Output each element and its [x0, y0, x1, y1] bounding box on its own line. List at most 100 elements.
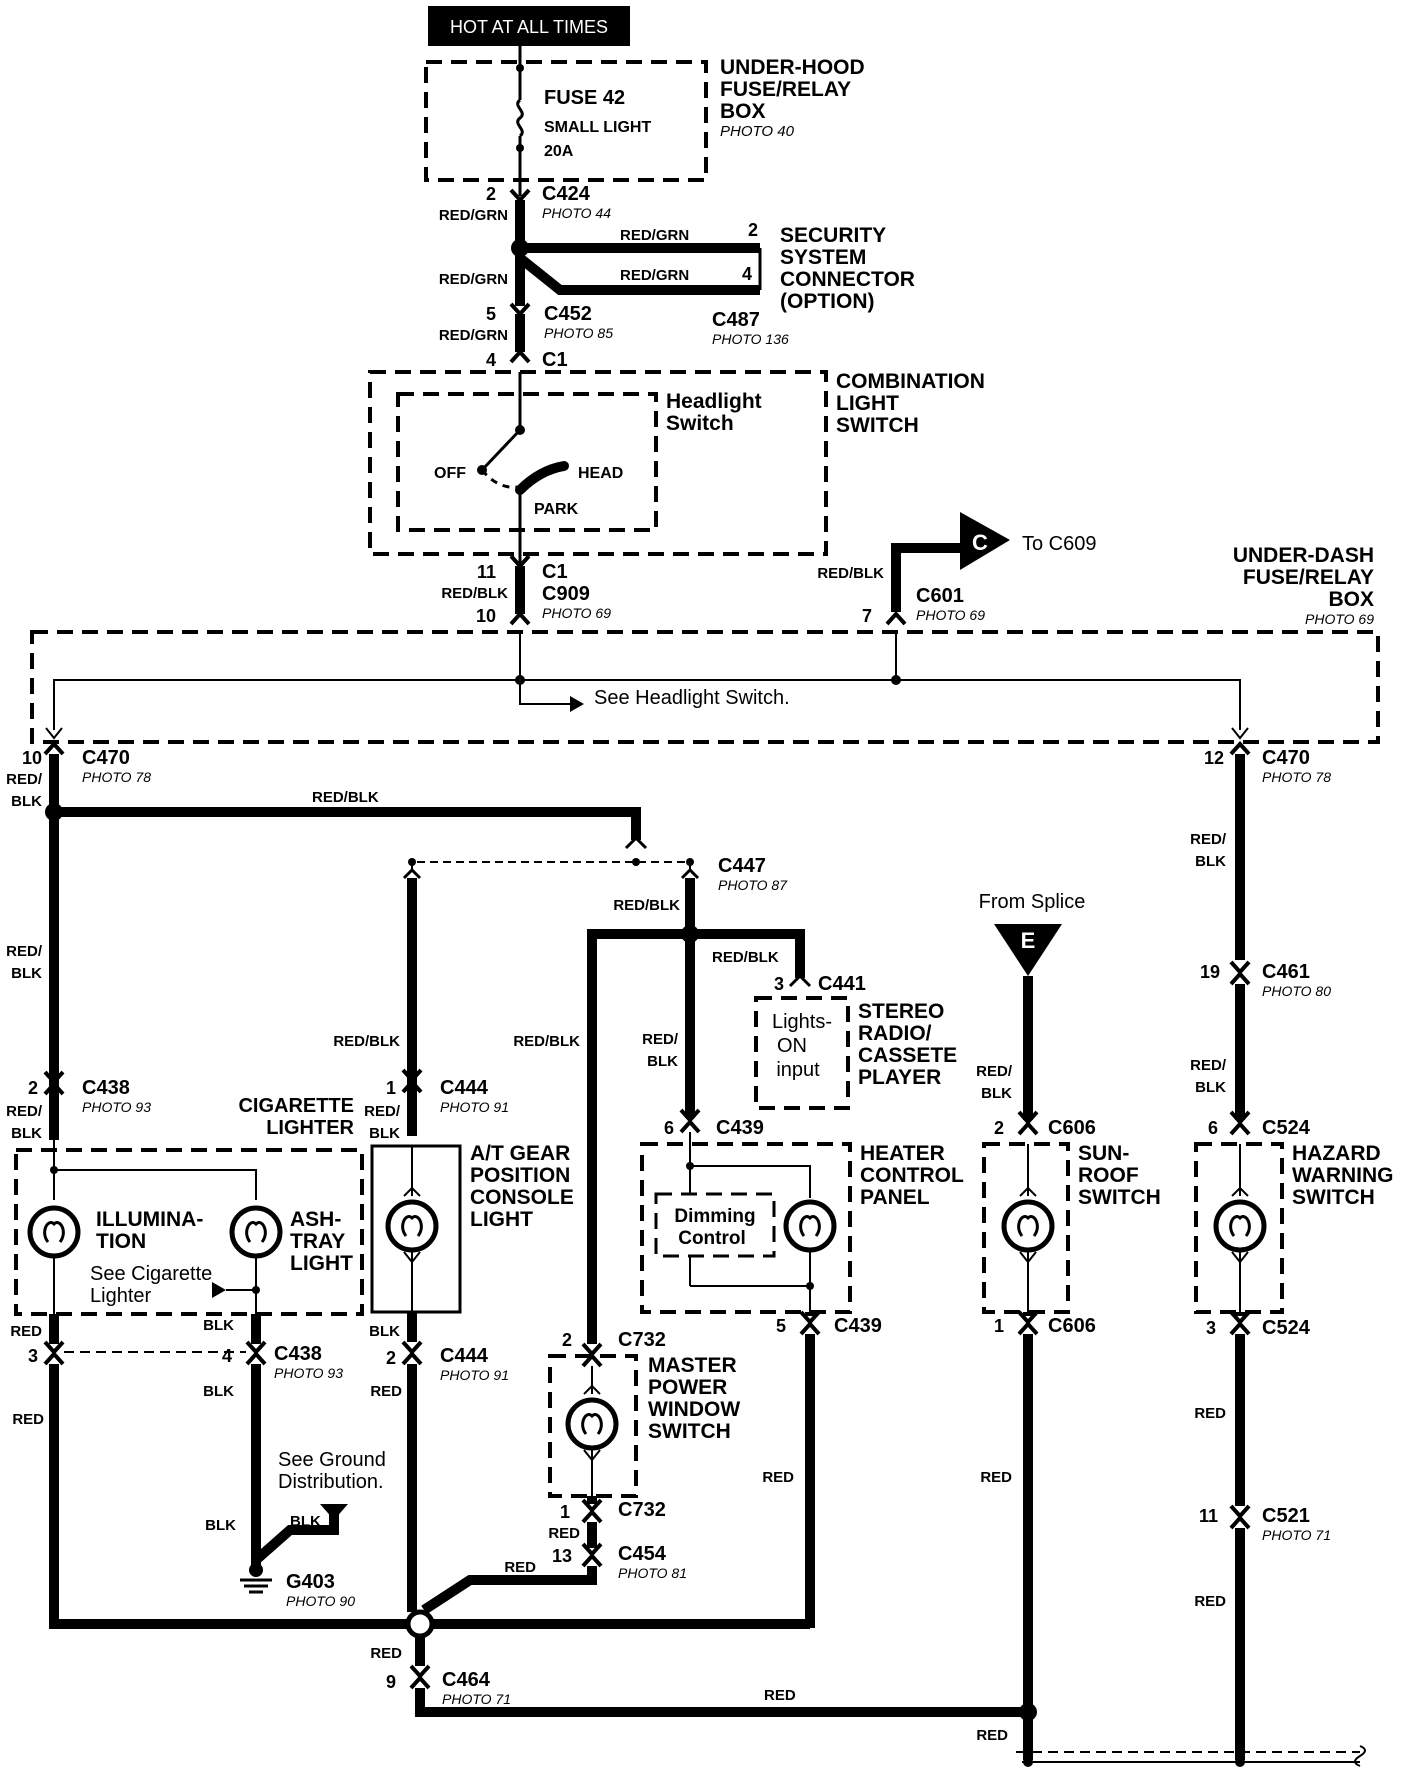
see-cigarette: See Cigarette	[90, 1263, 212, 1285]
mpw-pin: 2	[562, 1330, 572, 1350]
dimming-label-2: Control	[678, 1228, 746, 1249]
g403-id: G403	[286, 1571, 335, 1593]
combo-title-3: SWITCH	[836, 414, 919, 437]
heater-wire-2: BLK	[647, 1053, 678, 1070]
security-wire-left: RED/GRN	[439, 271, 508, 288]
c1-top-id: C1	[542, 349, 568, 371]
c461-id: C461	[1262, 961, 1310, 983]
see-headlight-switch: See Headlight Switch.	[594, 687, 790, 709]
see-ground-2: Distribution.	[278, 1471, 384, 1493]
headlight-switch-title-2: Switch	[666, 412, 734, 435]
dimming-label-1: Dimming	[674, 1206, 755, 1227]
atgear-wire-1: RED/	[364, 1103, 401, 1120]
heater-pin-2: 5	[776, 1316, 786, 1336]
flag-e	[994, 924, 1062, 976]
sunroof-pin-2: 1	[994, 1316, 1004, 1336]
sunroof-pin: 2	[994, 1118, 1004, 1138]
illumination-label-2: TION	[96, 1230, 146, 1253]
master-power-window-switch-box	[548, 1354, 638, 1498]
heater-title-2: CONTROL	[860, 1164, 964, 1187]
c909-id: C909	[542, 583, 590, 605]
c447-id: C447	[718, 855, 766, 877]
c454-id: C454	[618, 1543, 667, 1565]
atgear-title-4: LIGHT	[470, 1208, 533, 1231]
c447-photo: PHOTO 87	[718, 877, 788, 893]
under-dash-title-3: BOX	[1328, 588, 1374, 611]
heater-wire-1: RED/	[642, 1031, 679, 1048]
ashtray-label-1: ASH-	[290, 1208, 341, 1231]
g403-photo: PHOTO 90	[286, 1593, 355, 1609]
c909-photo: PHOTO 69	[542, 605, 611, 621]
mpw-wire: RED/BLK	[513, 1033, 580, 1050]
sunroof-title-1: SUN-	[1078, 1142, 1129, 1165]
switch-head: HEAD	[578, 465, 623, 482]
atgear-id: C444	[440, 1077, 489, 1099]
mpw-id-2: C732	[618, 1499, 666, 1521]
mpw-title-3: WINDOW	[648, 1398, 740, 1421]
security-pin-b: 4	[742, 264, 752, 284]
hazard-title-3: SWITCH	[1292, 1186, 1375, 1209]
sunroof-wire-2: BLK	[981, 1085, 1012, 1102]
c452-pin: 5	[486, 304, 496, 324]
to-c609: To C609	[1022, 533, 1097, 555]
heater-control-panel-box	[640, 1142, 852, 1314]
atgear-title-1: A/T GEAR	[470, 1142, 570, 1165]
c601-wire: RED/BLK	[817, 565, 884, 582]
stereo-title-4: PLAYER	[858, 1066, 941, 1089]
c424-pin: 2	[486, 184, 496, 204]
switch-park: PARK	[534, 501, 579, 518]
c438b-photo: PHOTO 93	[274, 1365, 343, 1381]
ashtray-label-3: LIGHT	[290, 1252, 353, 1275]
hazard-pin-2: 3	[1206, 1318, 1216, 1338]
ash-tray-lamp	[232, 1208, 280, 1256]
c438b-pin-left: 3	[28, 1346, 38, 1366]
c452-wire: RED/GRN	[439, 327, 508, 344]
c438-id: C438	[82, 1077, 130, 1099]
atgear-red: RED	[370, 1383, 402, 1400]
c521-photo: PHOTO 71	[1262, 1527, 1331, 1543]
c1-wire: RED/BLK	[441, 585, 508, 602]
hazard-red-2: RED	[1194, 1593, 1226, 1610]
atgear-photo-2: PHOTO 91	[440, 1367, 509, 1383]
c601-id: C601	[916, 585, 964, 607]
under-dash-title-2: FUSE/RELAY	[1243, 566, 1374, 589]
c464-photo: PHOTO 71	[442, 1691, 511, 1707]
c454-photo: PHOTO 81	[618, 1565, 687, 1581]
stereo-title-1: STEREO	[858, 1000, 944, 1023]
c464-id: C464	[442, 1669, 491, 1691]
c438b-pin-right: 4	[222, 1346, 232, 1366]
sunroof-wire-1: RED/	[976, 1063, 1013, 1080]
c909-pin: 10	[476, 606, 496, 626]
mpw-title-1: MASTER	[648, 1354, 737, 1377]
flag-c	[960, 512, 1010, 570]
c438b-id: C438	[274, 1343, 322, 1365]
atgear-photo: PHOTO 91	[440, 1099, 509, 1115]
mpw-pin-2: 1	[560, 1502, 570, 1522]
combo-title-1: COMBINATION	[836, 370, 985, 393]
left-wire-2: BLK	[11, 965, 42, 982]
mpw-red-2: RED	[504, 1559, 536, 1576]
hazard-lamp	[1216, 1202, 1264, 1250]
c452-id: C452	[544, 303, 592, 325]
c438b-blk-2: BLK	[203, 1383, 234, 1400]
mpw-id: C732	[618, 1329, 666, 1351]
ashtray-label-2: TRAY	[290, 1230, 345, 1253]
c1-bottom-id: C1	[542, 561, 568, 583]
c461-pin: 19	[1200, 962, 1220, 982]
atgear-title-2: POSITION	[470, 1164, 570, 1187]
c470-left-id: C470	[82, 747, 130, 769]
c424-id: C424	[542, 183, 591, 205]
atgear-title-3: CONSOLE	[470, 1186, 574, 1209]
c601-pin: 7	[862, 606, 872, 626]
atgear-pin-2: 2	[386, 1348, 396, 1368]
hazard-id-2: C524	[1262, 1317, 1311, 1339]
heater-id: C439	[716, 1117, 764, 1139]
security-pin-a: 2	[748, 220, 758, 240]
hazard-wire-1: RED/	[1190, 831, 1227, 848]
sunroof-title-3: SWITCH	[1078, 1186, 1161, 1209]
from-splice: From Splice	[979, 891, 1086, 913]
sunroof-title-2: ROOF	[1078, 1164, 1139, 1187]
c470-right-photo: PHOTO 78	[1262, 769, 1331, 785]
c470-wire-1: RED/	[6, 771, 43, 788]
